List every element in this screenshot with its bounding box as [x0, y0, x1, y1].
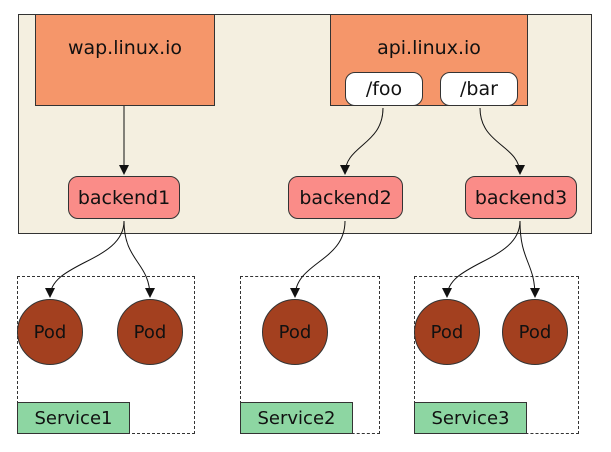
pod-1a: Pod — [17, 299, 83, 365]
arrow-backend3-to-pod3a — [442, 220, 521, 298]
arrow-foo-to-backend2 — [340, 107, 384, 175]
host-api-label: api.linux.io — [377, 37, 481, 59]
service2-label: Service2 — [240, 402, 353, 434]
pod-1b: Pod — [117, 299, 183, 365]
backend-2: backend2 — [288, 176, 403, 219]
host-wap-label: wap.linux.io — [67, 37, 183, 59]
pod-3b: Pod — [502, 299, 568, 365]
pod-3a: Pod — [414, 299, 480, 365]
service3-label: Service3 — [414, 402, 527, 434]
service1-label: Service1 — [17, 402, 130, 434]
pod-2a: Pod — [262, 299, 328, 365]
arrow-backend2-to-pod2a — [290, 220, 346, 298]
path-bar: /bar — [440, 72, 518, 106]
backend-1: backend1 — [68, 176, 180, 219]
arrow-bar-to-backend3 — [479, 107, 525, 175]
path-foo: /foo — [345, 72, 423, 106]
host-wap: wap.linux.io — [35, 14, 215, 106]
backend-3: backend3 — [465, 176, 577, 219]
arrow-backend1-to-pod1b — [123, 220, 155, 298]
arrow-backend3-to-pod3b — [519, 220, 540, 298]
arrow-backend1-to-pod1a — [45, 220, 125, 298]
